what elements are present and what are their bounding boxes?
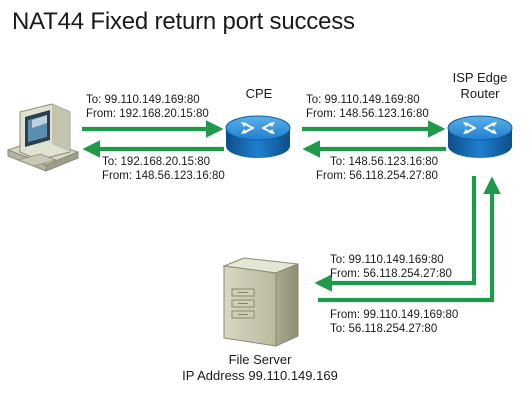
isp-label: ISP Edge Router [446, 70, 514, 102]
flow-isp-to-server-to: To: 99.110.149.169:80 [330, 254, 444, 266]
isp-label-line1: ISP Edge [452, 70, 508, 85]
flow-cpe-to-isp-to: To: 99.110.149.169:80 [306, 94, 420, 106]
isp-label-line2: Router [460, 86, 500, 101]
server-label-line2: IP Address 99.110.149.169 [182, 368, 338, 383]
flow-isp-to-cpe-to: To: 148.56.123.16:80 [330, 156, 439, 168]
flow-cpe-to-isp-from: From: 148.56.123.16:80 [306, 108, 429, 120]
flow-server-to-isp-to: To: 56.118.254.27:80 [330, 323, 438, 335]
flow-server-to-isp-from: From: 99.110.149.169:80 [330, 309, 459, 321]
flow-arrows [82, 120, 501, 303]
flow-pc-to-cpe-to: To: 99.110.149.169:80 [86, 94, 200, 106]
desktop-computer-icon [6, 103, 80, 172]
flow-cpe-to-pc-to: To: 192.168.20.15:80 [102, 156, 211, 168]
server-label-line1: File Server [228, 352, 292, 367]
flow-isp-to-server-from: From: 56.118.254.27:80 [330, 268, 452, 280]
flow-pc-to-cpe-from: From: 192.168.20.15:80 [86, 108, 209, 120]
cpe-label: CPE [245, 86, 273, 101]
file-server-icon [222, 257, 299, 347]
arrow-isp-to-server [314, 176, 477, 292]
server-label: File Server IP Address 99.110.149.169 [160, 352, 360, 384]
diagram-title: NAT44 Fixed return port success [12, 8, 355, 35]
isp-router-icon [447, 115, 513, 158]
cpe-router-icon [225, 115, 291, 158]
arrow-server-to-isp [318, 176, 501, 303]
flow-cpe-to-pc-from: From: 148.56.123.16:80 [102, 170, 225, 182]
flow-isp-to-cpe-from: From: 56.118.254.27:80 [316, 170, 438, 182]
